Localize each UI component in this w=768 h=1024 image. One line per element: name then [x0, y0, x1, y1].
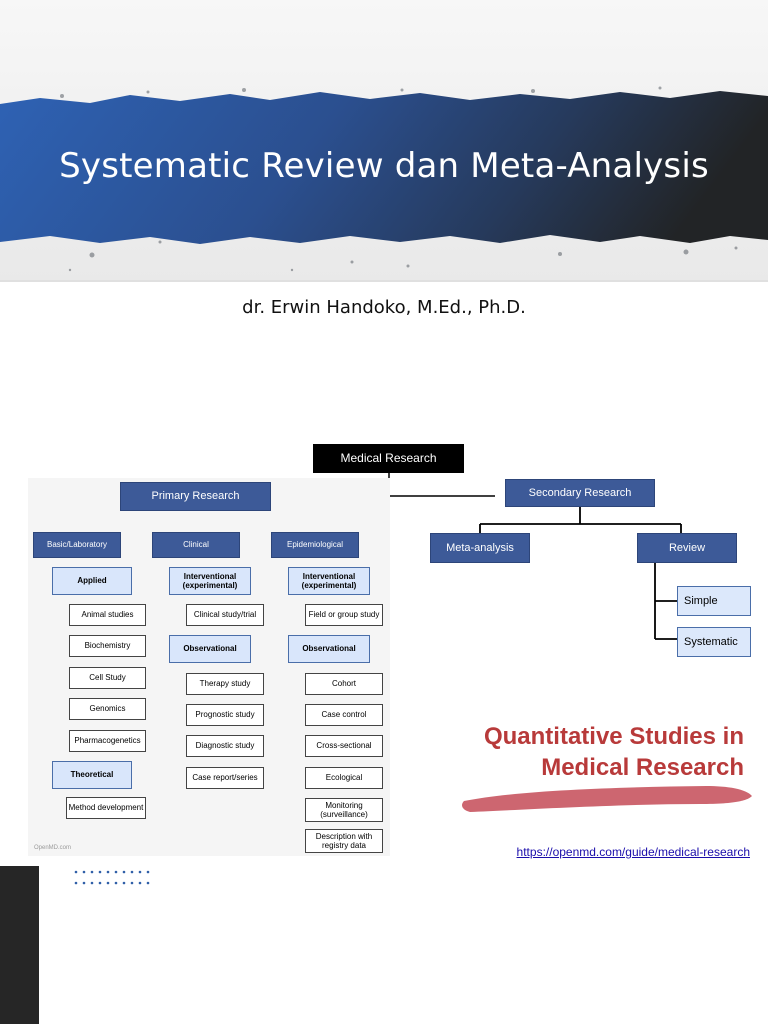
medical-research-node: Medical Research	[313, 444, 464, 473]
registry-data-node: Description with registry data	[305, 829, 383, 853]
clinical-observational-node: Observational	[169, 635, 251, 663]
secondary-research-node: Secondary Research	[505, 479, 655, 507]
pharmacogenetics-node: Pharmacogenetics	[69, 730, 146, 752]
theoretical-node: Theoretical	[52, 761, 132, 789]
prognostic-study-node: Prognostic study	[186, 704, 264, 726]
title-banner	[0, 0, 768, 282]
epi-observational-node: Observational	[288, 635, 370, 663]
cell-study-node: Cell Study	[69, 667, 146, 689]
red-underline-stroke	[462, 786, 752, 812]
page-title: Systematic Review dan Meta-Analysis	[59, 146, 709, 186]
banner-background	[0, 0, 768, 282]
clinical-study-trial-node: Clinical study/trial	[186, 604, 264, 626]
case-report-series-node: Case report/series	[186, 767, 264, 789]
source-link[interactable]: https://openmd.com/guide/medical-researc…	[516, 845, 750, 859]
primary-research-node: Primary Research	[120, 482, 271, 511]
cross-sectional-node: Cross-sectional	[305, 735, 383, 757]
basic-laboratory-node: Basic/Laboratory	[33, 532, 121, 558]
quantitative-studies-heading: Quantitative Studies in	[483, 723, 744, 750]
biochemistry-node: Biochemistry	[69, 635, 146, 657]
applied-node: Applied	[52, 567, 132, 595]
decorative-dots	[74, 870, 150, 885]
author-name: dr. Erwin Handoko, M.Ed., Ph.D.	[242, 297, 526, 318]
epidemiological-node: Epidemiological	[271, 532, 359, 558]
case-control-node: Case control	[305, 704, 383, 726]
method-development-node: Method development	[66, 797, 146, 819]
monitoring-surveillance-node: Monitoring (surveillance)	[305, 798, 383, 822]
medical-research-heading: Medical Research	[541, 754, 744, 781]
clinical-interventional-node: Interventional (experimental)	[169, 567, 251, 595]
systematic-review-node: Systematic	[677, 627, 751, 657]
clinical-node: Clinical	[152, 532, 240, 558]
genomics-node: Genomics	[69, 698, 146, 720]
field-group-study-node: Field or group study	[305, 604, 383, 626]
therapy-study-node: Therapy study	[186, 673, 264, 695]
diagnostic-study-node: Diagnostic study	[186, 735, 264, 757]
review-node: Review	[637, 533, 737, 563]
cohort-node: Cohort	[305, 673, 383, 695]
simple-review-node: Simple	[677, 586, 751, 616]
meta-analysis-node: Meta-analysis	[430, 533, 530, 563]
epi-interventional-node: Interventional (experimental)	[288, 567, 370, 595]
ecological-node: Ecological	[305, 767, 383, 789]
animal-studies-node: Animal studies	[69, 604, 146, 626]
watermark: OpenMD.com	[34, 845, 72, 851]
decorative-side-bar	[0, 866, 39, 1024]
